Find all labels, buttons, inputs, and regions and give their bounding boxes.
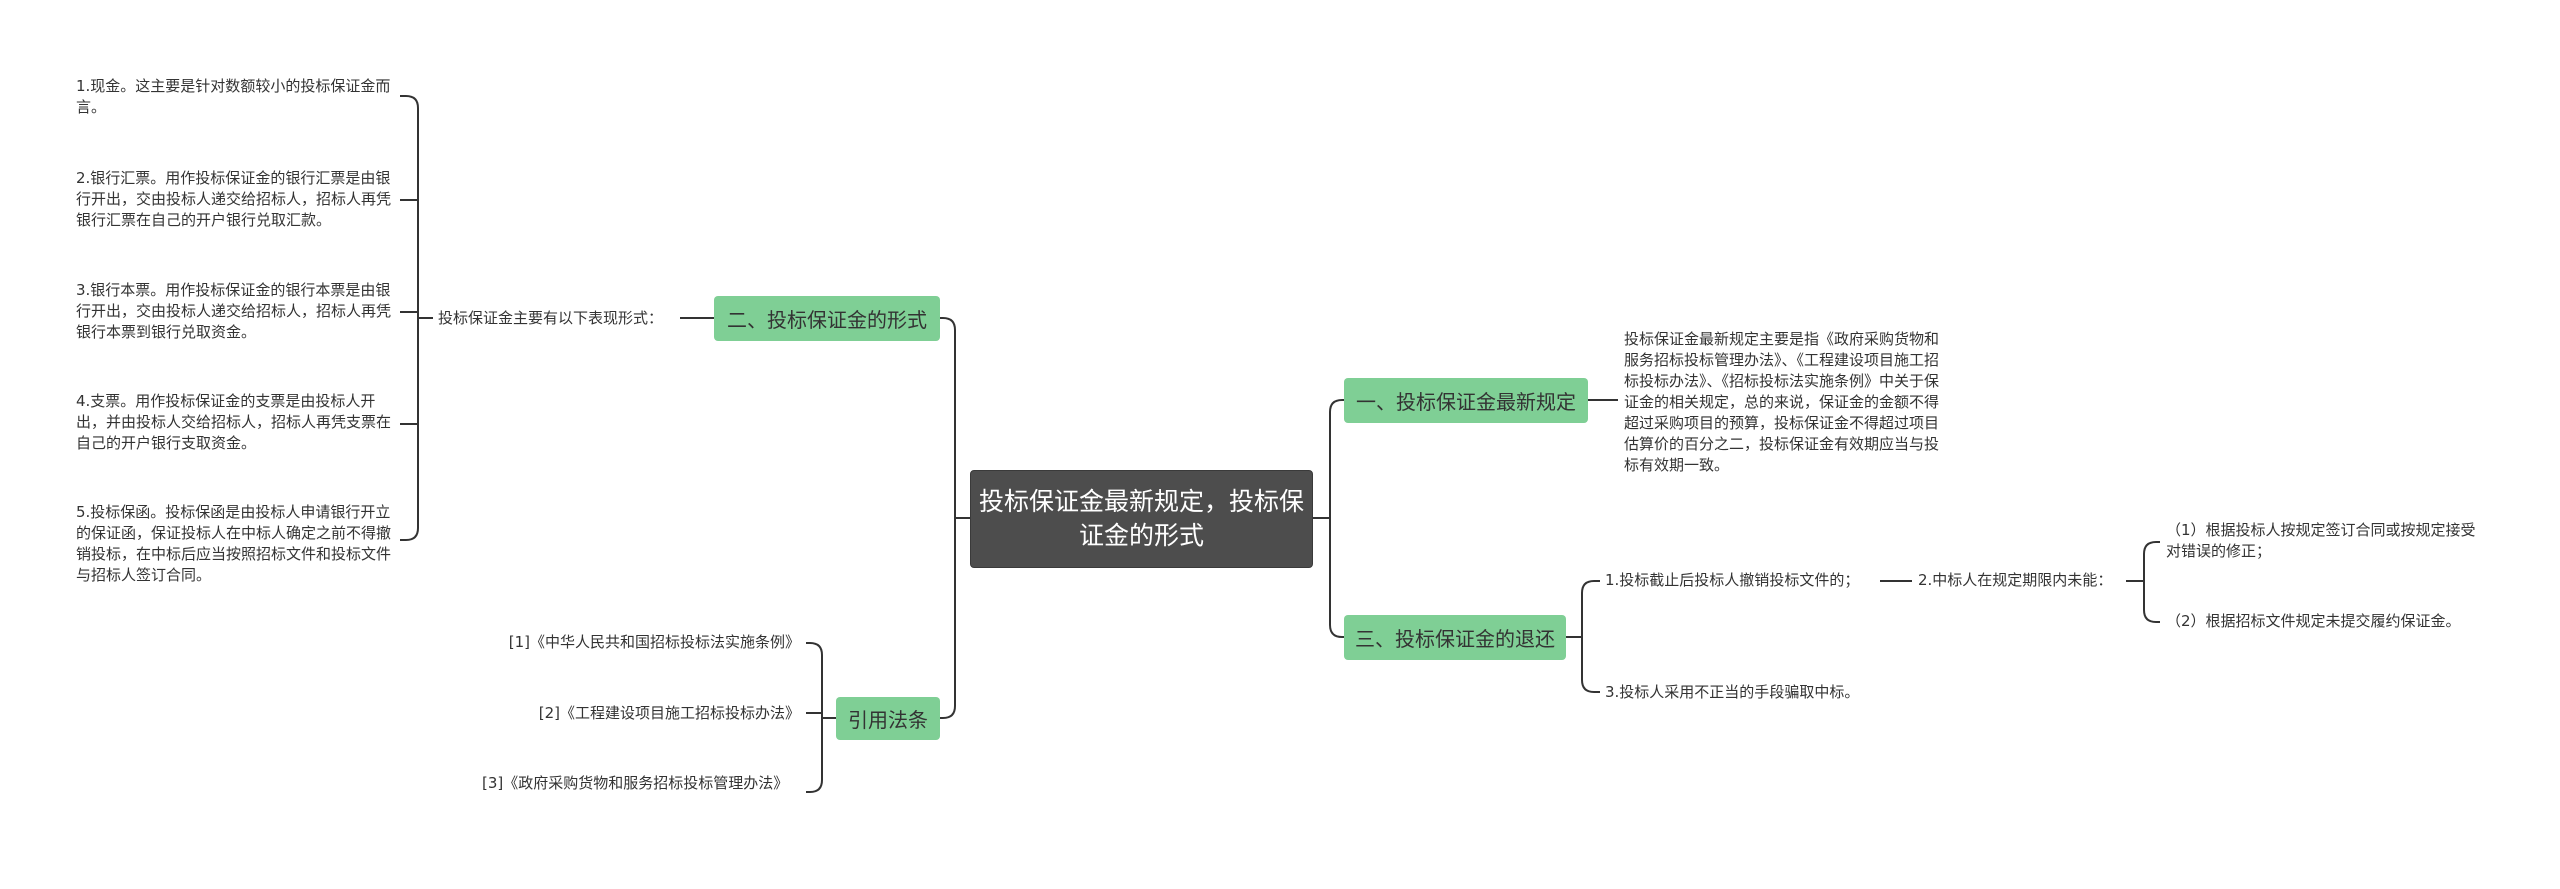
forms-item-3: 3.银行本票。用作投标保证金的银行本票是由银行开出，交由投标人递交给招标人，招标… <box>76 281 392 341</box>
refund-item-3: 3.投标人采用不正当的手段骗取中标。 <box>1605 683 1860 701</box>
branch-laws-label: 引用法条 <box>848 708 928 732</box>
branch-latest-label: 一、投标保证金最新规定 <box>1356 390 1576 414</box>
branch-forms[interactable]: 二、投标保证金的形式 <box>714 296 940 341</box>
connector <box>940 317 956 331</box>
connector <box>2143 609 2160 623</box>
root-topic[interactable]: 投标保证金最新规定，投标保证金的形式 <box>970 470 1313 568</box>
connector <box>940 705 956 719</box>
branch-latest[interactable]: 一、投标保证金最新规定 <box>1344 378 1588 423</box>
connector <box>1581 580 1600 594</box>
branch-forms-label: 二、投标保证金的形式 <box>727 308 927 332</box>
forms-item-5: 5.投标保函。投标保函是由投标人申请银行开立的保证函，保证投标人在中标人确定之前… <box>76 503 392 584</box>
branch-laws[interactable]: 引用法条 <box>836 697 940 740</box>
connector <box>2143 541 2160 555</box>
forms-item-1: 1.现金。这主要是针对数额较小的投标保证金而言。 <box>76 77 391 116</box>
law-item-2: [2]《工程建设项目施工招标投标办法》 <box>538 704 800 722</box>
connector <box>1329 624 1344 638</box>
law-item-3: [3]《政府采购货物和服务招标投标管理办法》 <box>482 774 789 792</box>
connector <box>806 642 823 656</box>
connector <box>1581 679 1600 693</box>
refund-sub-1: （1）根据投标人按规定签订合同或按规定接受对错误的修正； <box>2166 521 2476 560</box>
refund-item-1: 1.投标截止后投标人撤销投标文件的； <box>1605 571 1860 589</box>
branch-refund-label: 三、投标保证金的退还 <box>1355 627 1555 651</box>
latest-text: 投标保证金最新规定主要是指《政府采购货物和服务招标投标管理办法》、《工程建设项目… <box>1624 330 1940 474</box>
forms-item-2: 2.银行汇票。用作投标保证金的银行汇票是由银行开出，交由投标人递交给招标人，招标… <box>76 169 392 229</box>
connector <box>806 779 823 793</box>
root-title: 投标保证金最新规定，投标保证金的形式 <box>979 487 1305 550</box>
branch-refund[interactable]: 三、投标保证金的退还 <box>1344 615 1566 660</box>
refund-item-2: 2.中标人在规定期限内未能： <box>1918 571 2113 589</box>
connector <box>400 95 419 109</box>
forms-item-4: 4.支票。用作投标保证金的支票是由投标人开出，并由投标人交给招标人，招标人再凭支… <box>76 392 392 452</box>
forms-intro: 投标保证金主要有以下表现形式： <box>438 309 664 327</box>
connector <box>1329 399 1344 413</box>
connector <box>400 527 419 541</box>
law-item-1: [1]《中华人民共和国招标投标法实施条例》 <box>508 633 800 651</box>
refund-sub-2: （2）根据招标文件规定未提交履约保证金。 <box>2166 612 2461 630</box>
